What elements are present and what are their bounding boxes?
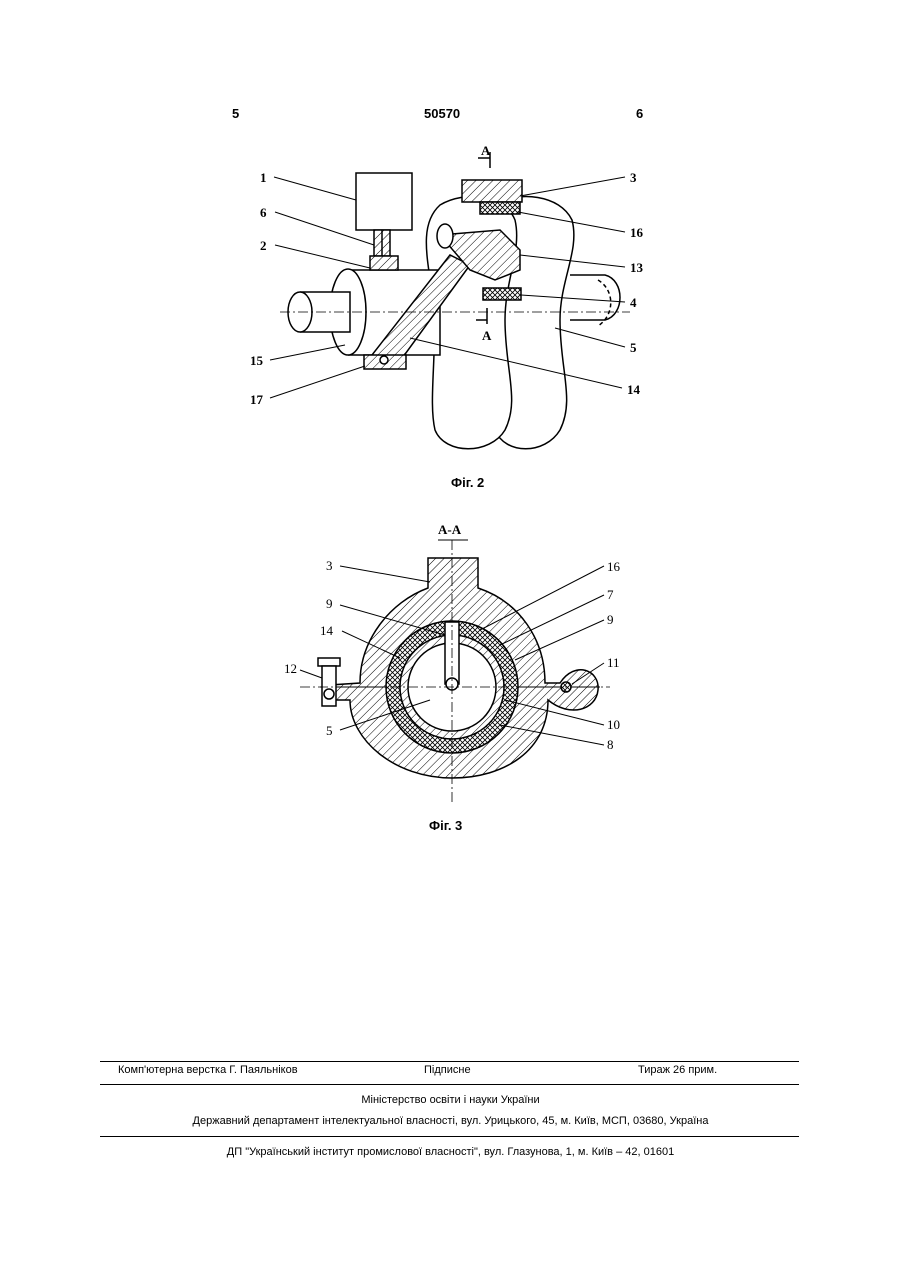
ministry-line: Міністерство освіти і науки України: [0, 1094, 901, 1106]
part-label-13: 13: [630, 260, 644, 275]
section-mark-bottom: А: [482, 328, 492, 343]
part-label-6: 6: [260, 205, 267, 220]
part-label-17: 17: [250, 392, 264, 407]
part-label-12: 12: [284, 661, 297, 676]
part-label-3: 3: [326, 558, 333, 573]
footer-rule-middle: [100, 1084, 799, 1085]
page-number-right: 6: [636, 106, 643, 121]
footer-rule-bottom: [100, 1136, 799, 1137]
signed-note: Підписне: [424, 1064, 471, 1076]
figure-3-drawing: А-А 3 9 14 12 5 16 7 9 11 10 8: [0, 510, 901, 810]
part-label-14: 14: [627, 382, 641, 397]
department-line: Державний департамент інтелектуальної вл…: [0, 1115, 901, 1127]
circulation-note: Тираж 26 прим.: [638, 1064, 717, 1076]
typesetter-credit: Комп'ютерна верстка Г. Паяльніков: [118, 1064, 298, 1076]
part-label-5: 5: [326, 723, 333, 738]
part-label-7: 7: [607, 587, 614, 602]
part-label-9-left: 9: [326, 596, 333, 611]
page-number-left: 5: [232, 106, 239, 121]
part-label-15: 15: [250, 353, 264, 368]
figure-3-caption: Фіг. 3: [429, 818, 462, 833]
section-mark-top: А: [481, 143, 491, 158]
part-label-9-right: 9: [607, 612, 614, 627]
institute-line: ДП "Український інститут промислової вла…: [0, 1146, 901, 1158]
part-label-14: 14: [320, 623, 334, 638]
figure-2-caption: Фіг. 2: [451, 475, 484, 490]
section-title: А-А: [438, 522, 462, 537]
part-label-10: 10: [607, 717, 620, 732]
part-label-8: 8: [607, 737, 614, 752]
patent-number: 50570: [424, 106, 460, 121]
part-label-4: 4: [630, 295, 637, 310]
part-label-3: 3: [630, 170, 637, 185]
part-label-5: 5: [630, 340, 637, 355]
part-label-16: 16: [607, 559, 621, 574]
part-label-2: 2: [260, 238, 267, 253]
part-label-16: 16: [630, 225, 644, 240]
part-label-1: 1: [260, 170, 267, 185]
figure-2-drawing: А А 1 6 2 15 17 3 16 13 4 5 14: [0, 130, 901, 475]
footer-imprint-row: Комп'ютерна верстка Г. Паяльніков Підпис…: [118, 1064, 728, 1078]
part-label-11: 11: [607, 655, 620, 670]
footer-rule-top: [100, 1061, 799, 1062]
